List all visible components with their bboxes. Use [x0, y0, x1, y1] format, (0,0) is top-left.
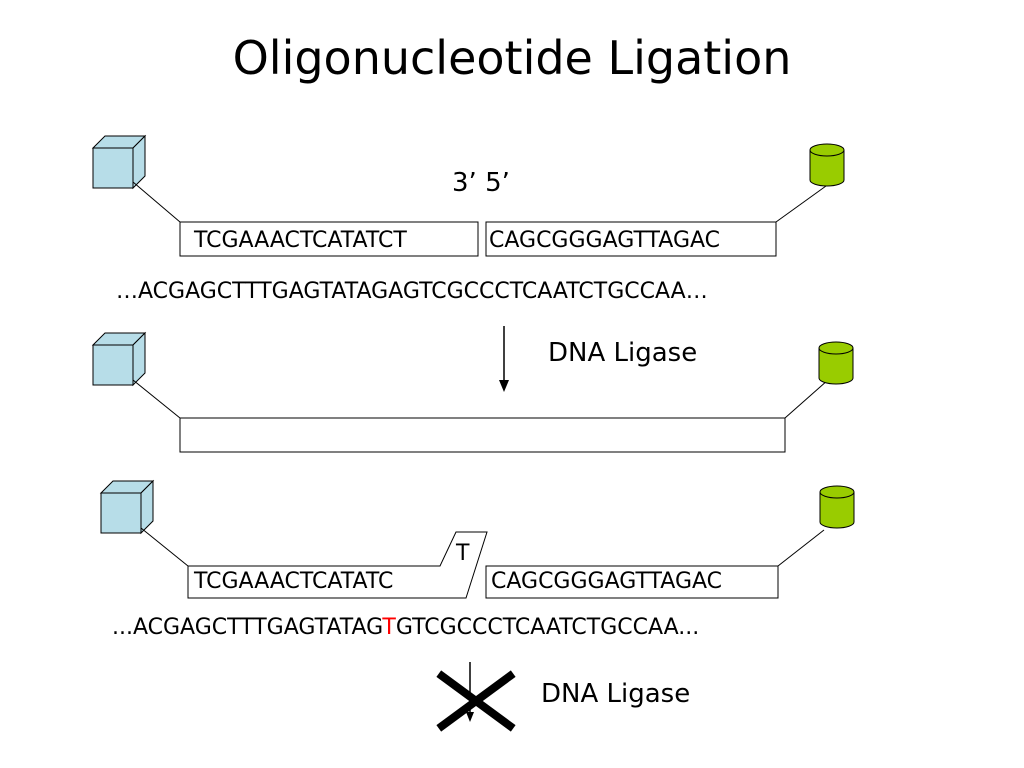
- probe-left-sequence: TCGAAACTCATATC: [193, 569, 393, 594]
- probe-right-sequence: CAGCGGGAGTTAGAC: [489, 228, 720, 253]
- end-labels: 3’ 5’: [452, 168, 510, 198]
- probe-left-box: [179, 221, 479, 257]
- template-suffix: GTCGCCCTCAATCTGCCAA...: [396, 615, 699, 640]
- panel-1-probes-annealed: TCGAAACTCATATCT CAGCGGGAGTTAGAC 3’ 5’ …A…: [91, 134, 845, 304]
- cylinder-label-icon: [819, 485, 855, 529]
- linker-line-left: [132, 181, 181, 223]
- enzyme-label: DNA Ligase: [548, 338, 697, 368]
- probe-right-sequence: CAGCGGGAGTTAGAC: [491, 569, 722, 594]
- cube-label-icon: [91, 331, 147, 387]
- linker-line-left: [140, 527, 189, 567]
- cylinder-label-icon: [809, 143, 845, 187]
- linker-line-right: [775, 185, 827, 223]
- mismatch-base: T: [455, 541, 470, 566]
- slide-title: Oligonucleotide Ligation: [232, 31, 792, 85]
- probe-right-box: [485, 565, 779, 599]
- template-sequence: ...ACGAGCTTTGAGTATAGTGTCGCCCTCAATCTGCCAA…: [112, 615, 699, 640]
- ligase-arrow: [499, 326, 509, 392]
- enzyme-label-blocked: DNA Ligase: [541, 679, 690, 709]
- linker-line-right: [784, 379, 829, 419]
- panel-2-ligated-product: [91, 331, 854, 453]
- template-mismatch-base: T: [381, 615, 396, 640]
- panel-3-mismatch: T TCGAAACTCATATC CAGCGGGAGTTAGAC ...ACGA…: [99, 479, 855, 732]
- probe-left-sequence: TCGAAACTCATATCT: [193, 228, 407, 253]
- template-prefix: ...ACGAGCTTTGAGTATAG: [112, 615, 382, 640]
- cube-label-icon: [91, 134, 147, 190]
- cube-label-icon: [99, 479, 155, 535]
- cross-icon: [436, 670, 516, 732]
- probe-right-box: [485, 221, 777, 257]
- ligated-probe-box: [179, 417, 786, 453]
- cylinder-label-icon: [818, 341, 854, 385]
- linker-line-right: [777, 529, 825, 567]
- template-sequence: …ACGAGCTTTGAGTATAGAGTCGCCCTCAATCTGCCAA…: [116, 279, 708, 304]
- linker-line-left: [132, 379, 181, 419]
- probe-left-box: [187, 531, 488, 599]
